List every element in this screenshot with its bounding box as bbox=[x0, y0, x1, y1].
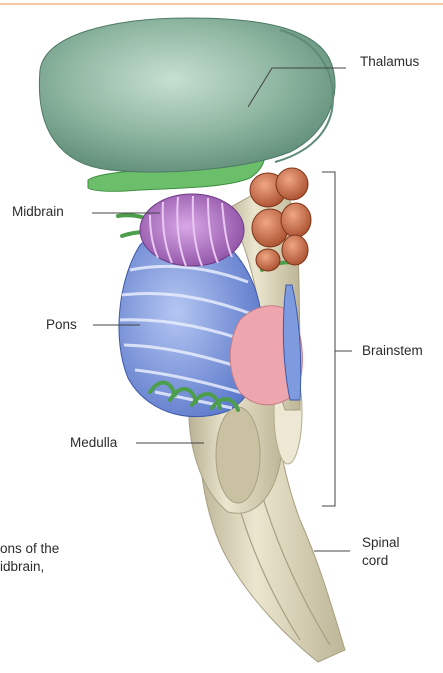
pons-label: Pons bbox=[46, 316, 77, 333]
thalamus-label: Thalamus bbox=[360, 53, 419, 70]
midbrain-label: Midbrain bbox=[12, 203, 64, 220]
caption-line2: idbrain, bbox=[0, 558, 44, 575]
brainstem-bracket bbox=[322, 172, 335, 506]
medulla-label: Medulla bbox=[70, 434, 117, 451]
brainstem-label: Brainstem bbox=[362, 342, 423, 359]
thalamus bbox=[39, 18, 335, 172]
spinal-cord-label-line1: Spinal bbox=[362, 534, 400, 551]
caption-line1: ons of the bbox=[0, 540, 59, 557]
spinal-cord-label-line2: cord bbox=[362, 552, 388, 569]
midbrain bbox=[140, 194, 244, 266]
top-rule bbox=[0, 3, 443, 5]
